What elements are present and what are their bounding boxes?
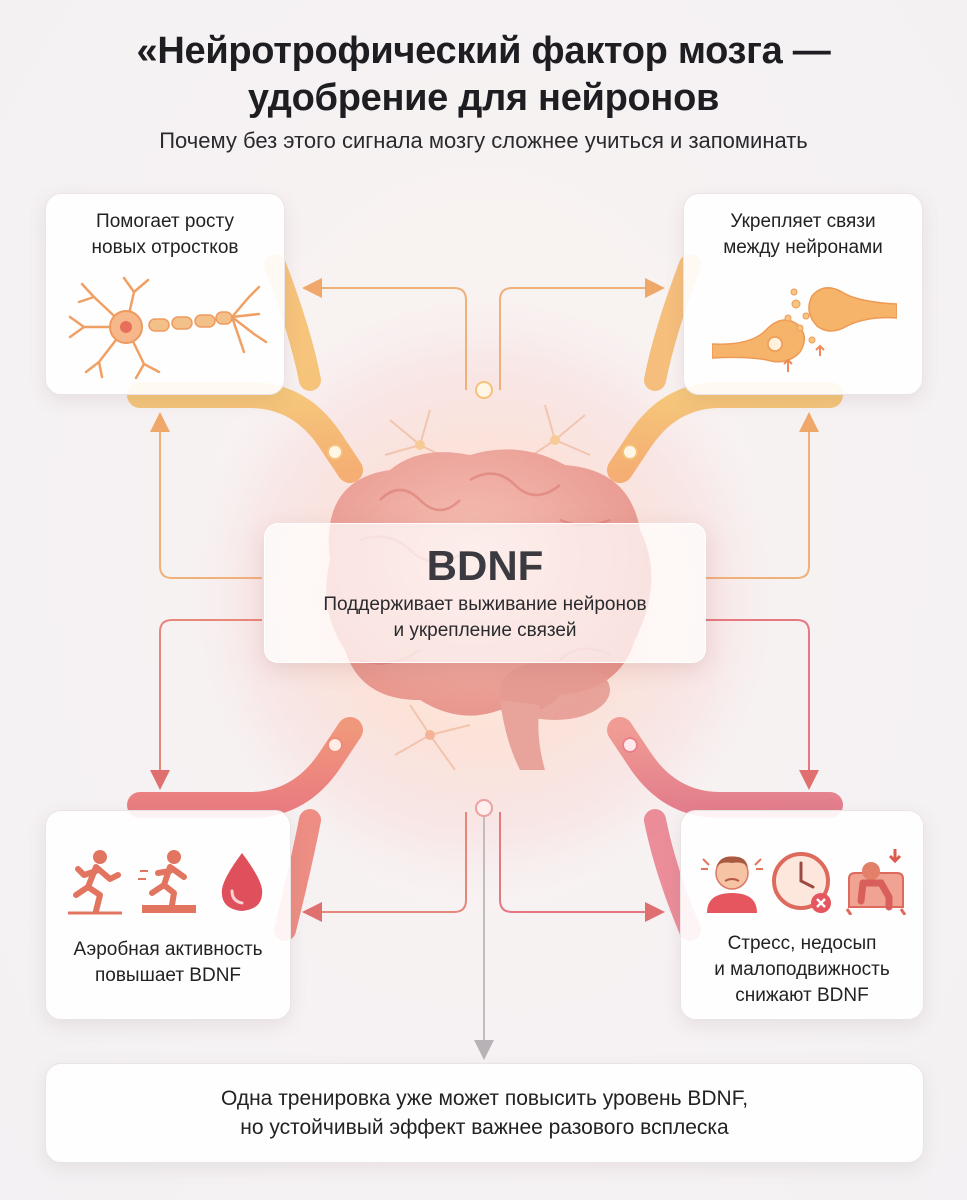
card-growth-text: Помогает росту новых отростков xyxy=(46,209,284,261)
page-subtitle: Почему без этого сигнала мозгу сложнее у… xyxy=(159,128,808,153)
page-title: «Нейротрофический фактор мозга — удобрен… xyxy=(0,28,967,122)
card-growth-line-2: новых отростков xyxy=(91,237,239,258)
blood-drop-icon xyxy=(221,853,263,911)
card-growth-line-1: Помогает росту xyxy=(96,211,234,232)
band-bottom-left xyxy=(127,717,363,818)
card-stress-line-3: снижают BDNF xyxy=(735,985,869,1006)
clock-icon xyxy=(772,852,831,913)
bdnf-description-line-1: Поддерживает выживание нейронов xyxy=(323,594,647,615)
connector-left-down xyxy=(150,619,262,790)
card-stress-text: Стресс, недосып и малоподвижность снижаю… xyxy=(681,931,923,1009)
bdnf-title: BDNF xyxy=(426,542,544,589)
card-aerobic-line-1: Аэробная активность xyxy=(73,939,263,960)
connector-top-right-h xyxy=(499,278,665,390)
card-growth: Помогает росту новых отростков xyxy=(45,193,285,395)
connector-bottom-right-h xyxy=(499,812,665,922)
connector-top-left-h xyxy=(302,278,467,390)
connector-bottom-left-h xyxy=(302,812,467,922)
sedentary-person-icon xyxy=(845,849,907,915)
band-top-right xyxy=(607,382,843,483)
band-bottom-right xyxy=(607,717,843,818)
title-line-2: удобрение для нейронов xyxy=(247,77,720,119)
connector-right-down xyxy=(705,619,819,790)
bdnf-description-line-2: и укрепление связей xyxy=(393,620,577,641)
footer-card: Одна тренировка уже может повысить урове… xyxy=(45,1063,924,1163)
neuron-icon xyxy=(68,276,268,380)
bdnf-card: BDNF Поддерживает выживание нейронов и у… xyxy=(264,523,706,663)
footer-text: Одна тренировка уже может повысить урове… xyxy=(46,1084,923,1142)
title-line-1: «Нейротрофический фактор мозга — xyxy=(136,30,831,72)
card-connections-line-1: Укрепляет связи xyxy=(730,211,876,232)
footer-line-1: Одна тренировка уже может повысить урове… xyxy=(220,1087,749,1110)
card-connections: Укрепляет связи между нейронами xyxy=(683,193,923,395)
stressed-person-icon xyxy=(701,856,763,913)
card-connections-text: Укрепляет связи между нейронами xyxy=(684,209,922,261)
card-stress-line-2: и малоподвижность xyxy=(714,959,890,980)
card-aerobic: Аэробная активность повышает BDNF xyxy=(45,810,291,1020)
footer-line-2: но устойчивый эффект важнее разового всп… xyxy=(240,1116,729,1139)
running-icon xyxy=(68,850,122,915)
card-aerobic-line-2: повышает BDNF xyxy=(94,965,242,986)
card-aerobic-text: Аэробная активность повышает BDNF xyxy=(46,937,290,989)
background-neurons xyxy=(384,404,591,771)
card-connections-line-2: между нейронами xyxy=(723,237,883,258)
synapse-icon xyxy=(712,287,897,372)
bdnf-description: Поддерживает выживание нейронов и укрепл… xyxy=(265,592,705,644)
glow-dots xyxy=(327,381,638,817)
treadmill-icon xyxy=(138,850,196,913)
card-stress-line-1: Стресс, недосып xyxy=(727,933,877,954)
connector-right-up xyxy=(705,412,819,579)
connector-left-up xyxy=(150,412,262,579)
card-stress: Стресс, недосып и малоподвижность снижаю… xyxy=(680,810,924,1020)
band-top-left xyxy=(127,382,363,483)
